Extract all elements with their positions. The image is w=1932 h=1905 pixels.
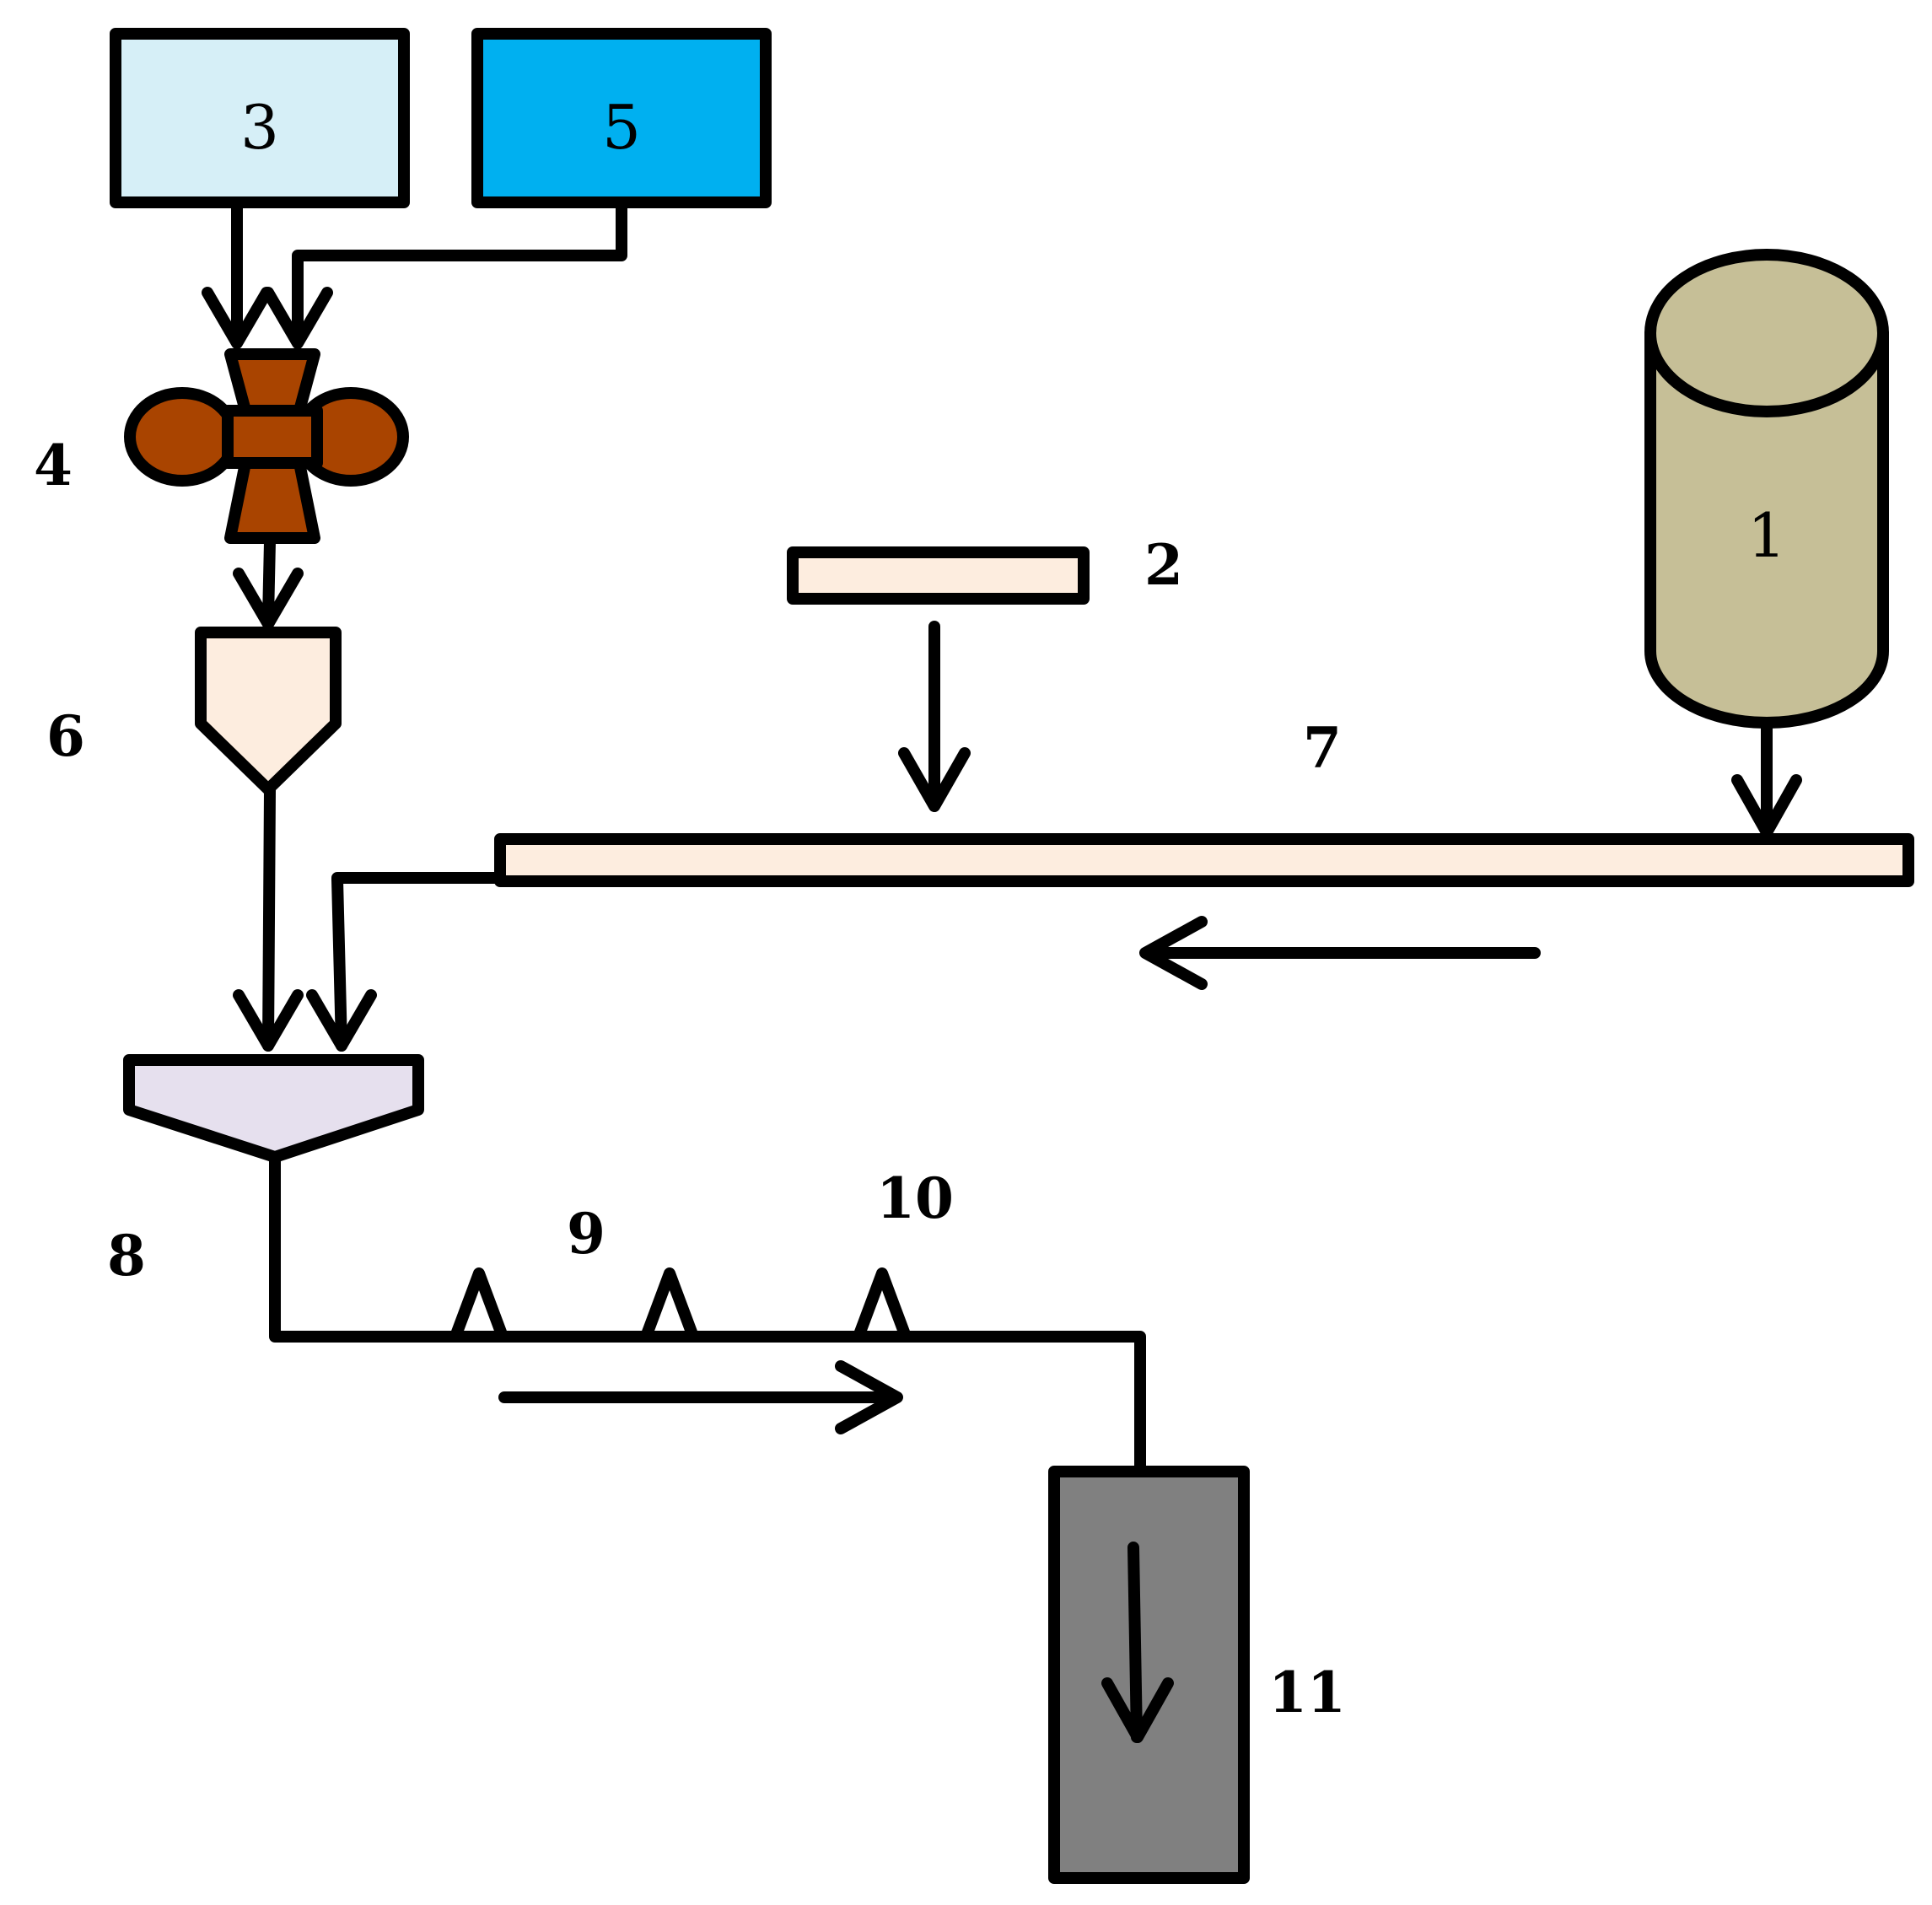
conveyor-7 xyxy=(494,833,1914,887)
nozzle-10-label: 10 xyxy=(876,1165,954,1231)
mill-4 xyxy=(124,348,409,544)
discharge-pipe xyxy=(269,1151,1146,1475)
mixing-hopper-8-label: 8 xyxy=(107,1223,146,1289)
flow-2-to-7 xyxy=(898,621,971,812)
nozzle-c xyxy=(853,1267,912,1343)
flow-4-to-6 xyxy=(233,535,304,630)
conveyor-7-label: 7 xyxy=(1303,715,1342,781)
tank-1 xyxy=(1644,249,1889,729)
feeder-2 xyxy=(787,546,1090,605)
box-3 xyxy=(110,28,410,208)
hopper-6 xyxy=(195,627,342,795)
box-5-label: 5 xyxy=(602,92,641,163)
container-11 xyxy=(1048,1466,1250,1884)
hopper-6-label: 6 xyxy=(46,703,85,769)
nozzle-9-label: 9 xyxy=(567,1201,605,1267)
flow-5-to-4 xyxy=(262,196,627,349)
direction-arrow-left xyxy=(1139,916,1541,990)
flow-7-to-8 xyxy=(306,872,506,1052)
direction-arrow-right xyxy=(498,1360,903,1434)
box-3-label: 3 xyxy=(240,92,279,163)
flow-6-to-8 xyxy=(233,783,304,1052)
nozzle-b xyxy=(640,1267,699,1343)
container-11-label: 11 xyxy=(1268,1660,1346,1725)
mill-4-label: 4 xyxy=(34,433,73,498)
tank-1-label: 1 xyxy=(1747,500,1786,571)
flow-into-11 xyxy=(1101,1542,1174,1743)
feeder-2-label: 2 xyxy=(1144,532,1183,598)
flow-3-to-4 xyxy=(202,196,272,349)
mixing-hopper-8 xyxy=(123,1054,424,1163)
nozzle-a xyxy=(449,1267,509,1343)
flow-1-to-7 xyxy=(1731,719,1802,838)
